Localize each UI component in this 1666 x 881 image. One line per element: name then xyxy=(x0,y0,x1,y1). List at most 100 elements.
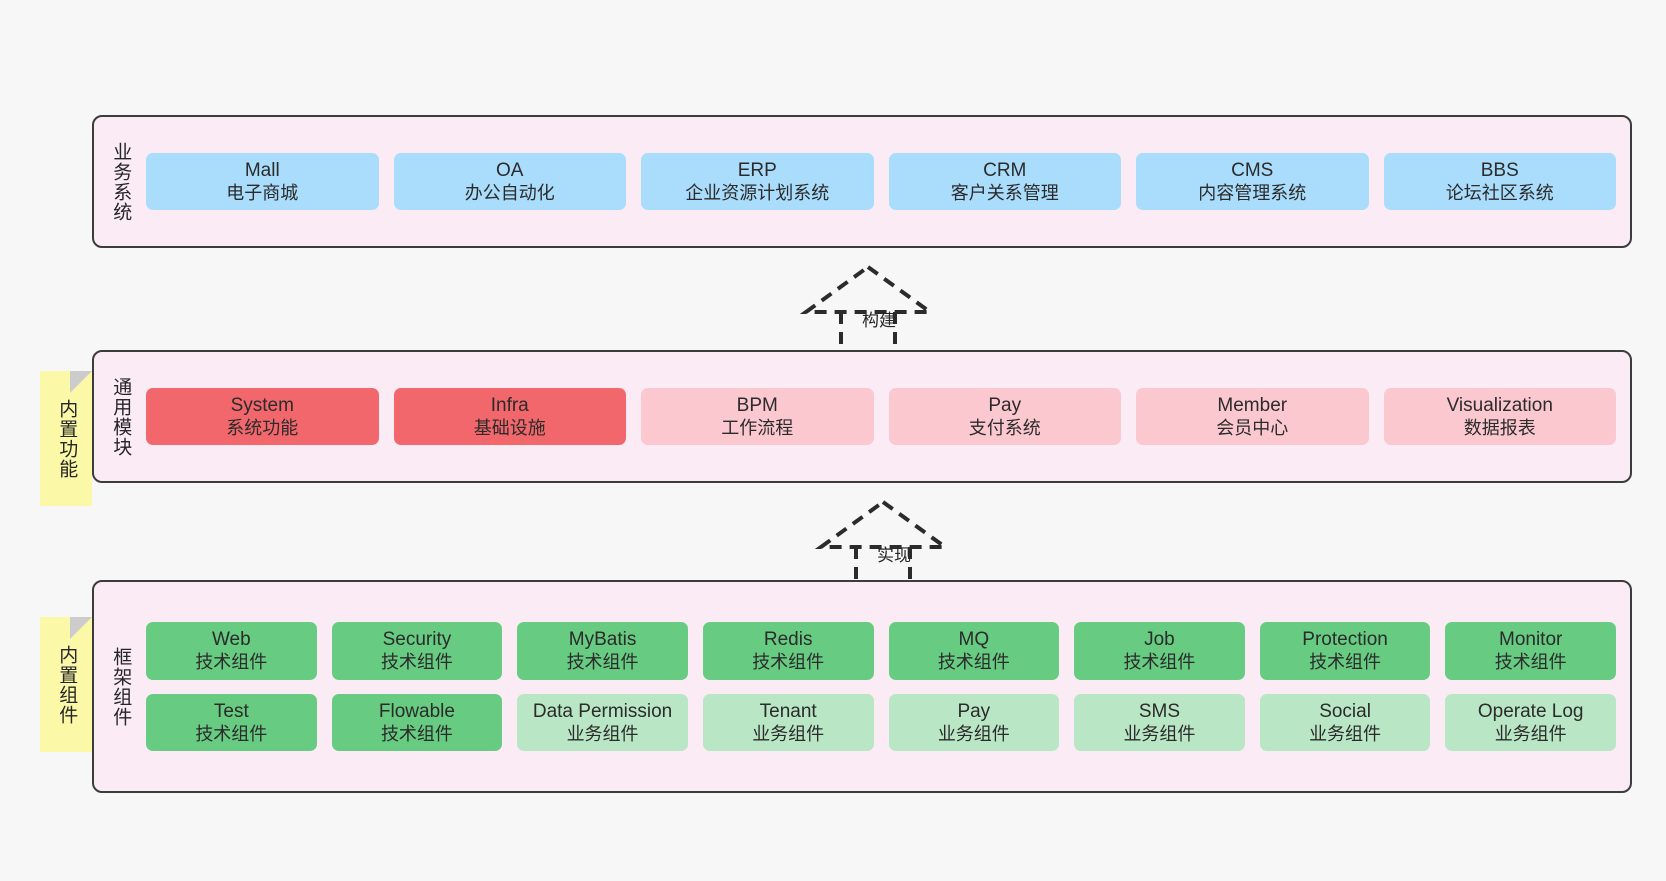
sticky-note-builtin-component: 内置组件 xyxy=(40,617,92,752)
card-pay-module[interactable]: Pay 支付系统 xyxy=(888,387,1121,446)
card-title-cn: 技术组件 xyxy=(195,652,268,673)
card-title-cn: 技术组件 xyxy=(1123,652,1196,673)
card-operate-log[interactable]: Operate Log 业务组件 xyxy=(1445,693,1616,752)
card-title-en: Redis xyxy=(763,628,813,650)
connector-implement: 实现 xyxy=(808,498,958,583)
card-title-en: Mall xyxy=(244,159,280,181)
card-title-cn: 工作流程 xyxy=(721,418,794,439)
card-title-cn: 会员中心 xyxy=(1216,418,1289,439)
card-visualization[interactable]: Visualization 数据报表 xyxy=(1383,387,1616,446)
build-arrow-icon xyxy=(799,264,937,348)
card-title-cn: 技术组件 xyxy=(1494,652,1567,673)
card-infra[interactable]: Infra 基础设施 xyxy=(393,387,626,446)
card-title-cn: 业务组件 xyxy=(1494,724,1567,745)
connector-build: 构建 xyxy=(793,263,943,348)
card-test[interactable]: Test 技术组件 xyxy=(146,693,317,752)
connector-build-label: 构建 xyxy=(862,311,896,330)
card-title-cn: 业务组件 xyxy=(1309,724,1382,745)
layer-title-common-module: 通用模块 xyxy=(110,376,132,457)
card-title-cn: 支付系统 xyxy=(968,418,1041,439)
card-title-cn: 内容管理系统 xyxy=(1198,183,1307,204)
card-title-en: Test xyxy=(213,700,249,722)
card-title-cn: 办公自动化 xyxy=(464,183,555,204)
card-job[interactable]: Job 技术组件 xyxy=(1074,621,1245,680)
card-title-cn: 数据报表 xyxy=(1463,418,1536,439)
card-title-en: Web xyxy=(211,628,251,650)
card-mybatis[interactable]: MyBatis 技术组件 xyxy=(517,621,688,680)
card-title-en: Social xyxy=(1319,700,1371,722)
framework-biz-row: Test 技术组件 Flowable 技术组件 Data Permission … xyxy=(146,693,1616,752)
card-tenant[interactable]: Tenant 业务组件 xyxy=(702,693,874,752)
connector-implement-label: 实现 xyxy=(877,546,911,565)
card-title-cn: 基础设施 xyxy=(473,418,546,439)
card-bpm[interactable]: BPM 工作流程 xyxy=(641,387,874,446)
card-oa[interactable]: OA 办公自动化 xyxy=(393,152,626,211)
card-title-cn: 企业资源计划系统 xyxy=(685,183,830,204)
card-title-en: Monitor xyxy=(1499,628,1563,650)
card-group-common-module: System 系统功能 Infra 基础设施 BPM 工作流程 Pay 支付系统… xyxy=(146,387,1630,446)
framework-tech-row: Web 技术组件 Security 技术组件 MyBatis 技术组件 Redi… xyxy=(146,621,1616,680)
card-title-en: Flowable xyxy=(378,700,455,722)
card-title-cn: 技术组件 xyxy=(195,724,268,745)
card-bbs[interactable]: BBS 论坛社区系统 xyxy=(1383,152,1616,211)
card-pay-component[interactable]: Pay 业务组件 xyxy=(888,693,1060,752)
sticky-note-label: 内置组件 xyxy=(56,644,78,725)
layer-common-module: 通用模块 System 系统功能 Infra 基础设施 BPM 工作流程 Pay… xyxy=(92,350,1632,483)
sticky-note-builtin-function: 内置功能 xyxy=(40,371,92,506)
card-title-cn: 业务组件 xyxy=(1123,724,1196,745)
card-title-cn: 电子商城 xyxy=(226,183,299,204)
card-title-cn: 业务组件 xyxy=(937,724,1010,745)
card-security[interactable]: Security 技术组件 xyxy=(331,621,503,680)
card-redis[interactable]: Redis 技术组件 xyxy=(702,621,874,680)
card-group-business-system: Mall 电子商城 OA 办公自动化 ERP 企业资源计划系统 CRM 客户关系… xyxy=(146,152,1630,211)
card-title-en: Data Permission xyxy=(532,700,673,722)
card-title-cn: 技术组件 xyxy=(752,652,825,673)
card-title-en: Member xyxy=(1217,394,1288,416)
card-title-en: Visualization xyxy=(1446,394,1553,416)
card-title-en: CMS xyxy=(1231,159,1274,181)
card-title-en: Job xyxy=(1144,628,1175,650)
card-title-en: System xyxy=(230,394,294,416)
card-title-en: MQ xyxy=(958,628,990,650)
card-title-en: Infra xyxy=(490,394,529,416)
card-title-cn: 技术组件 xyxy=(380,724,453,745)
card-member[interactable]: Member 会员中心 xyxy=(1136,387,1369,446)
card-title-cn: 业务组件 xyxy=(566,724,639,745)
card-title-en: ERP xyxy=(737,159,777,181)
card-title-en: SMS xyxy=(1138,700,1181,722)
card-title-en: BBS xyxy=(1480,159,1519,181)
layer-title-business-system: 业务系统 xyxy=(110,141,132,222)
card-crm[interactable]: CRM 客户关系管理 xyxy=(888,152,1121,211)
card-title-cn: 技术组件 xyxy=(380,652,453,673)
card-data-permission[interactable]: Data Permission 业务组件 xyxy=(517,693,688,752)
layer-framework-component: 框架组件 Web 技术组件 Security 技术组件 MyBatis 技术组件… xyxy=(92,580,1632,793)
card-title-cn: 业务组件 xyxy=(752,724,825,745)
card-mq[interactable]: MQ 技术组件 xyxy=(888,621,1060,680)
card-web[interactable]: Web 技术组件 xyxy=(146,621,317,680)
card-group-framework-component: Web 技术组件 Security 技术组件 MyBatis 技术组件 Redi… xyxy=(146,621,1630,752)
card-sms[interactable]: SMS 业务组件 xyxy=(1074,693,1245,752)
card-mall[interactable]: Mall 电子商城 xyxy=(146,152,379,211)
card-social[interactable]: Social 业务组件 xyxy=(1259,693,1431,752)
card-flowable[interactable]: Flowable 技术组件 xyxy=(331,693,503,752)
implement-arrow-icon xyxy=(814,499,952,583)
card-title-cn: 技术组件 xyxy=(1309,652,1382,673)
layer-title-framework-component: 框架组件 xyxy=(110,646,132,727)
card-title-en: OA xyxy=(496,159,524,181)
card-title-en: Tenant xyxy=(759,700,817,722)
card-title-en: Security xyxy=(382,628,452,650)
card-monitor[interactable]: Monitor 技术组件 xyxy=(1445,621,1616,680)
card-title-en: CRM xyxy=(983,159,1027,181)
card-erp[interactable]: ERP 企业资源计划系统 xyxy=(641,152,874,211)
card-title-cn: 客户关系管理 xyxy=(950,183,1059,204)
card-title-en: MyBatis xyxy=(568,628,637,650)
card-title-en: Operate Log xyxy=(1477,700,1584,722)
card-title-cn: 技术组件 xyxy=(937,652,1010,673)
layer-business-system: 业务系统 Mall 电子商城 OA 办公自动化 ERP 企业资源计划系统 CRM… xyxy=(92,115,1632,248)
card-title-en: Protection xyxy=(1302,628,1388,650)
card-system[interactable]: System 系统功能 xyxy=(146,387,379,446)
card-protection[interactable]: Protection 技术组件 xyxy=(1259,621,1431,680)
card-title-en: BPM xyxy=(736,394,778,416)
card-cms[interactable]: CMS 内容管理系统 xyxy=(1136,152,1369,211)
sticky-note-label: 内置功能 xyxy=(56,398,78,479)
